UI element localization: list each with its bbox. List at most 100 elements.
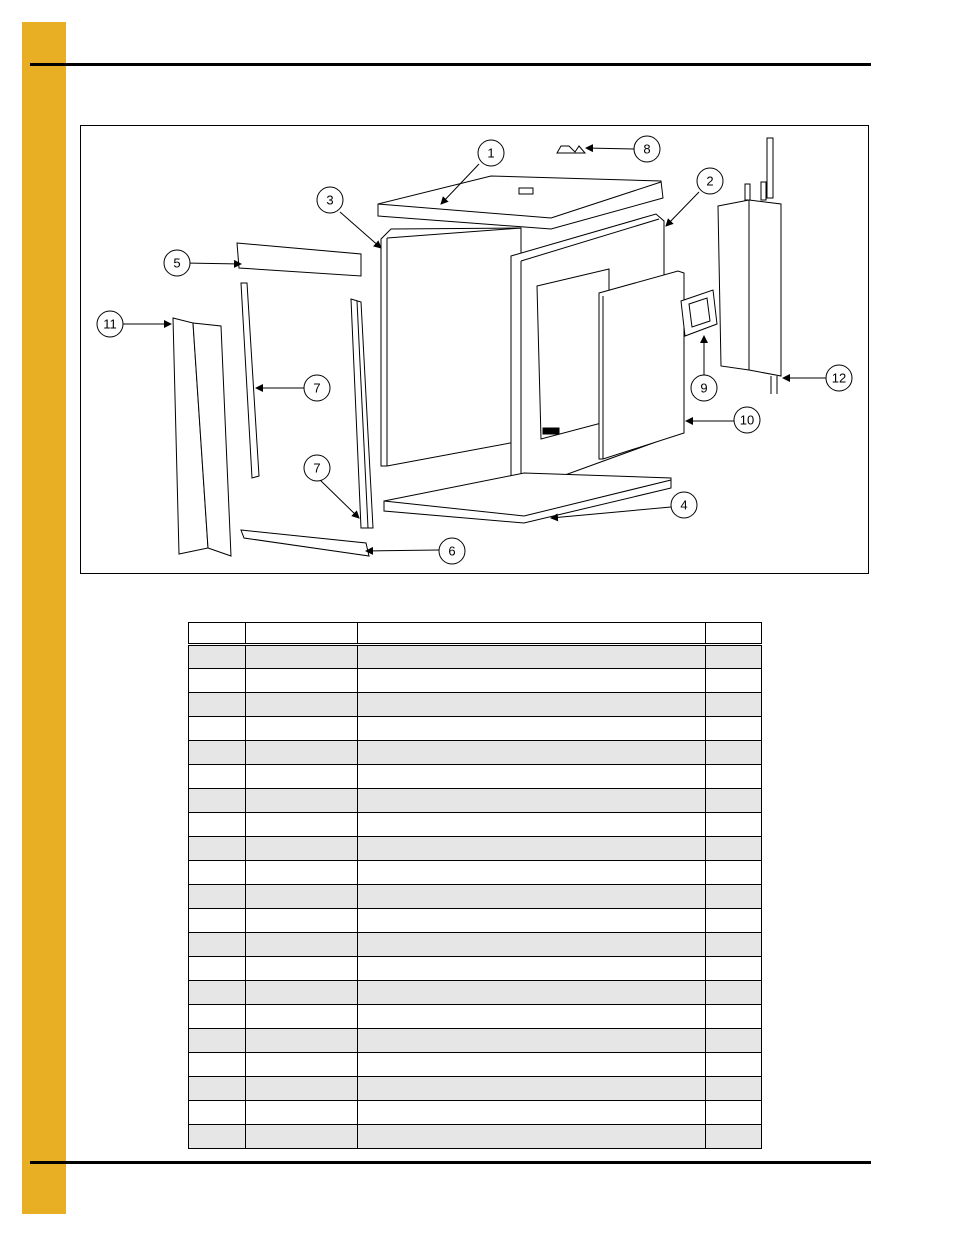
bottom-panel-part — [383, 472, 672, 524]
callout-label: 4 — [680, 498, 687, 513]
table-cell — [188, 860, 246, 885]
table-cell — [357, 836, 706, 861]
table-cell — [705, 644, 762, 669]
table-cell — [705, 692, 762, 717]
callout-2 — [696, 167, 724, 195]
table-cell — [357, 884, 706, 909]
table-row — [188, 764, 762, 789]
table-row — [188, 1028, 762, 1053]
table-header-row — [188, 622, 762, 646]
table-cell — [705, 1052, 762, 1077]
table-cell — [357, 956, 706, 981]
callout-label: 12 — [832, 371, 846, 386]
callout-label: 3 — [326, 193, 333, 208]
table-row — [188, 884, 762, 909]
table-cell — [245, 1052, 358, 1077]
table-cell — [245, 932, 358, 957]
table-cell — [357, 668, 706, 693]
table-cell — [245, 884, 358, 909]
callout-label: 6 — [448, 544, 455, 559]
table-cell — [245, 1124, 358, 1149]
table-cell — [245, 1100, 358, 1125]
table-cell — [357, 812, 706, 837]
callout-12 — [825, 364, 853, 392]
parts-table-body — [188, 644, 762, 1149]
table-cell — [705, 884, 762, 909]
table-cell — [188, 1076, 246, 1101]
table-cell — [245, 668, 358, 693]
table-cell — [245, 692, 358, 717]
table-cell — [245, 1028, 358, 1053]
table-cell — [245, 716, 358, 741]
table-cell — [705, 1124, 762, 1149]
table-cell — [705, 1028, 762, 1053]
exploded-view-figure: 1 2 3 4 5 6 7 7 8 9 10 11 12 — [80, 125, 869, 574]
vertical-rail-left-part — [240, 282, 260, 479]
table-cell — [705, 740, 762, 765]
callout-label: 2 — [706, 174, 713, 189]
side-panel-part — [380, 227, 522, 467]
table-cell — [705, 716, 762, 741]
callout-label: 7 — [313, 381, 320, 396]
exploded-view-drawing: 1 2 3 4 5 6 7 7 8 9 10 11 12 — [96, 135, 853, 565]
table-cell — [188, 644, 246, 669]
vertical-rail-right-part — [350, 298, 374, 529]
header-cell-description — [357, 622, 706, 646]
callout-5 — [163, 249, 191, 277]
callout-6 — [438, 537, 466, 565]
callout-11 — [96, 310, 124, 338]
table-row — [188, 860, 762, 885]
lower-rail-part — [240, 529, 370, 557]
small-bracket-part — [556, 145, 587, 154]
table-row — [188, 716, 762, 741]
header-rule — [30, 63, 871, 66]
table-cell — [705, 764, 762, 789]
table-cell — [245, 740, 358, 765]
table-cell — [357, 932, 706, 957]
burner-column-part — [717, 137, 782, 394]
table-row — [188, 788, 762, 813]
table-cell — [705, 932, 762, 957]
table-cell — [245, 644, 358, 669]
gasket-plate-part — [680, 289, 718, 337]
table-cell — [188, 668, 246, 693]
table-cell — [357, 788, 706, 813]
table-row — [188, 908, 762, 933]
table-row — [188, 692, 762, 717]
table-row — [188, 1100, 762, 1125]
table-cell — [245, 860, 358, 885]
callout-label: 8 — [643, 142, 650, 157]
table-row — [188, 668, 762, 693]
table-cell — [188, 1052, 246, 1077]
table-cell — [188, 1004, 246, 1029]
table-cell — [705, 788, 762, 813]
table-cell — [357, 1124, 706, 1149]
table-cell — [245, 1076, 358, 1101]
table-cell — [705, 836, 762, 861]
table-row — [188, 956, 762, 981]
table-cell — [188, 764, 246, 789]
table-row — [188, 932, 762, 957]
top-panel-part — [377, 175, 664, 230]
callout-label: 10 — [740, 413, 754, 428]
table-row — [188, 644, 762, 669]
table-cell — [357, 908, 706, 933]
table-cell — [705, 1076, 762, 1101]
callout-8 — [633, 135, 661, 163]
table-cell — [188, 956, 246, 981]
callout-label: 9 — [700, 381, 707, 396]
table-cell — [357, 860, 706, 885]
callout-label: 1 — [487, 146, 494, 161]
table-cell — [705, 668, 762, 693]
table-row — [188, 1076, 762, 1101]
table-cell — [188, 716, 246, 741]
table-cell — [188, 908, 246, 933]
header-cell-qty — [705, 622, 762, 646]
table-cell — [357, 764, 706, 789]
table-cell — [188, 1100, 246, 1125]
parts-list-table — [188, 622, 762, 1149]
callout-label: 11 — [103, 317, 117, 332]
table-cell — [245, 764, 358, 789]
door-panel-part — [598, 270, 685, 460]
table-cell — [245, 788, 358, 813]
